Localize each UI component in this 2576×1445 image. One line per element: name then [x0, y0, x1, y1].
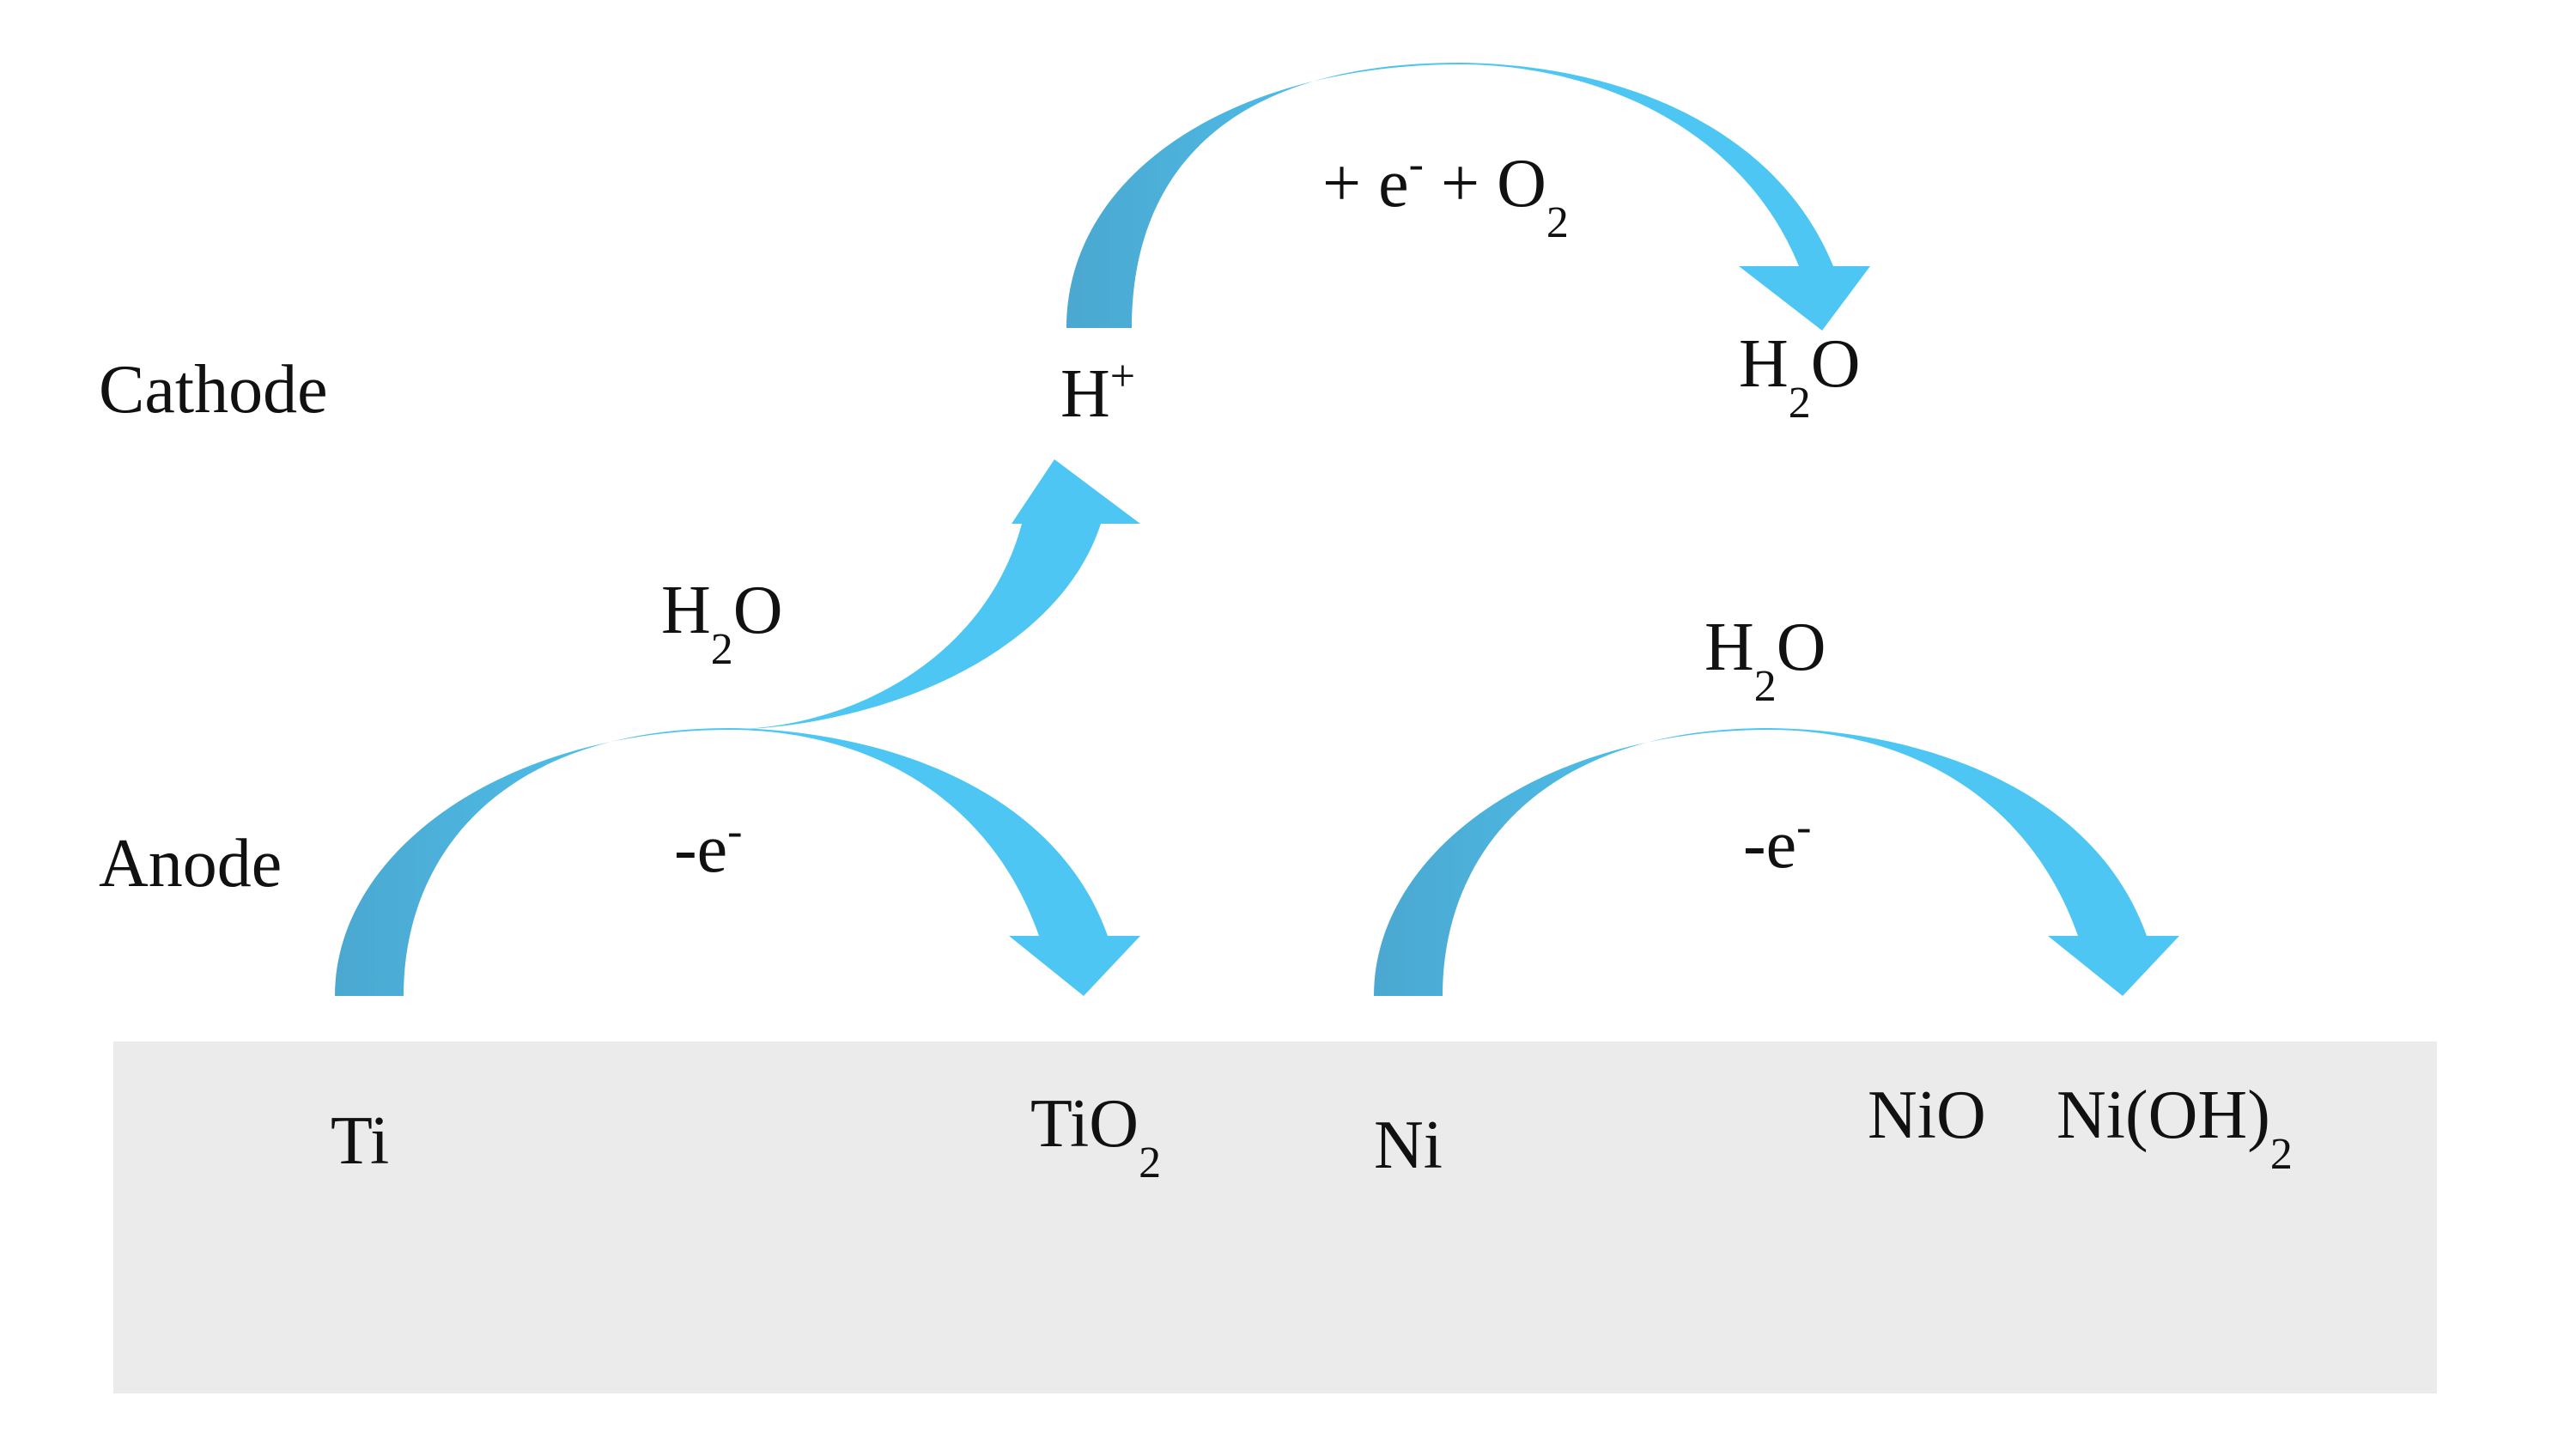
nioh2-label: Ni(OH)2	[2057, 1078, 2293, 1179]
electrode-substrate	[113, 1041, 2437, 1393]
ni-h2o-label: H2O	[1704, 610, 1826, 711]
tio2-label: TiO2	[1030, 1086, 1161, 1187]
cathode-reduction-arrow	[1066, 63, 1870, 331]
ni-oxidation-arrow	[1374, 728, 2179, 996]
ni-electron-loss-label: -e-	[1743, 803, 1811, 883]
ti-oxidation-arrow	[335, 728, 1140, 996]
ti-label: Ti	[331, 1103, 389, 1179]
proton-release-arrow	[721, 459, 1140, 730]
cathode-region-label: Cathode	[99, 352, 328, 428]
h-plus-label: H+	[1060, 352, 1135, 432]
ni-label: Ni	[1374, 1108, 1443, 1183]
anode-region-label: Anode	[99, 826, 282, 902]
cathode-product-h2o-label: H2O	[1739, 326, 1861, 428]
ti-h2o-label: H2O	[661, 573, 783, 674]
cathode-reagents-label: + e- + O2	[1322, 140, 1569, 247]
ti-electron-loss-label: -e-	[674, 807, 742, 887]
nio-label: NiO	[1868, 1078, 1986, 1153]
